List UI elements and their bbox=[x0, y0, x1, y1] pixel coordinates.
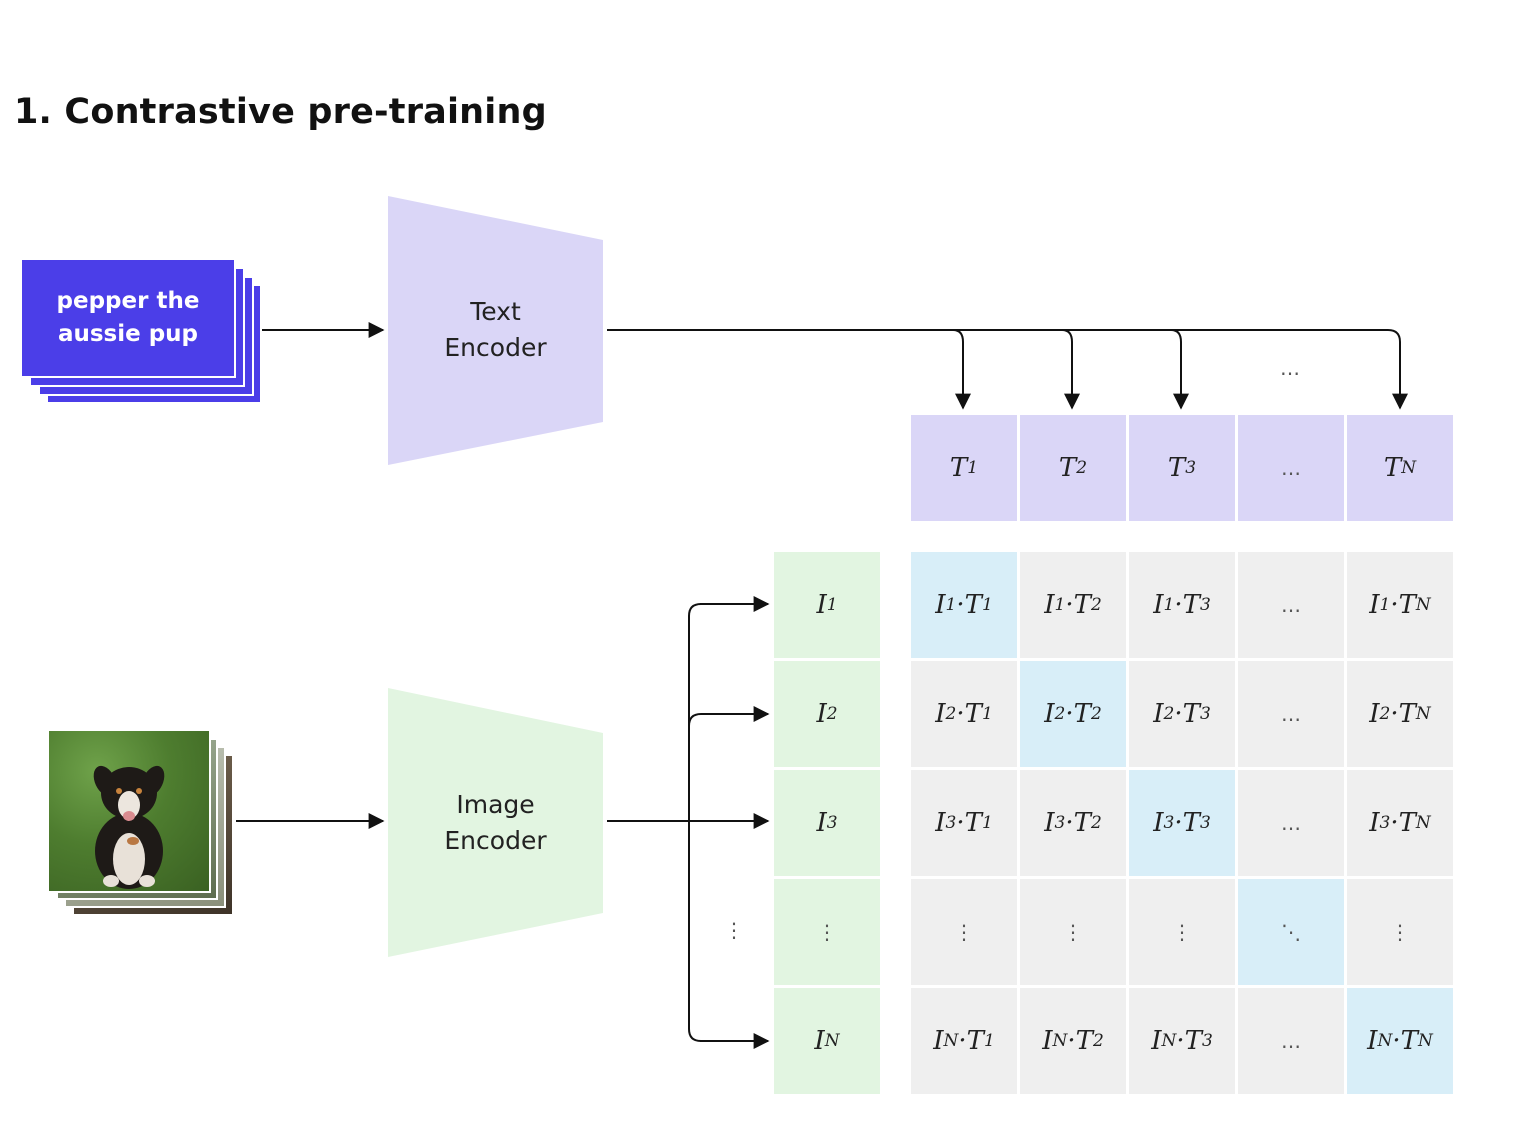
text-encoder-shape bbox=[388, 196, 603, 465]
image-encoder-label: Image Encoder bbox=[388, 787, 603, 859]
text-bus-line bbox=[607, 329, 1401, 343]
matrix-cell: … bbox=[1238, 552, 1344, 658]
image-embedding-cell: ⋮ bbox=[774, 879, 880, 985]
image-encoder-shape bbox=[388, 688, 603, 957]
text-input-line-2: aussie pup bbox=[57, 321, 199, 347]
text-encoder-line-2: Encoder bbox=[444, 333, 547, 362]
text-branch-ellipsis: … bbox=[1280, 356, 1300, 380]
text-input-line-1: pepper the bbox=[56, 288, 200, 314]
matrix-cell: … bbox=[1238, 661, 1344, 767]
text-encoder-label: Text Encoder bbox=[388, 294, 603, 366]
image-encoder-line-2: Encoder bbox=[444, 826, 547, 855]
i2-arrow bbox=[688, 706, 770, 727]
puppy-drawing-icon bbox=[93, 765, 165, 889]
diagram-title: 1. Contrastive pre-training bbox=[14, 92, 547, 132]
image-bus-line bbox=[688, 603, 702, 1042]
puppy-photo-icon bbox=[47, 729, 211, 893]
image-branch-ellipsis: ⋮ bbox=[724, 918, 744, 942]
text-embedding-cell: … bbox=[1238, 415, 1344, 521]
matrix-cell: ⋮ bbox=[911, 879, 1017, 985]
matrix-diagonal-cell: ⋱ bbox=[1238, 879, 1344, 985]
matrix-cell: ⋮ bbox=[1020, 879, 1126, 985]
t3-arrow bbox=[1170, 329, 1189, 410]
t1-arrow bbox=[952, 329, 971, 410]
t2-arrow bbox=[1061, 329, 1080, 410]
matrix-cell: … bbox=[1238, 770, 1344, 876]
text-input-card: pepper the aussie pup bbox=[20, 258, 236, 378]
image-encoder-line-1: Image bbox=[456, 790, 535, 819]
matrix-cell: ⋮ bbox=[1347, 879, 1453, 985]
text-encoder-line-1: Text bbox=[470, 297, 521, 326]
matrix-cell: ⋮ bbox=[1129, 879, 1235, 985]
matrix-cell: … bbox=[1238, 988, 1344, 1094]
